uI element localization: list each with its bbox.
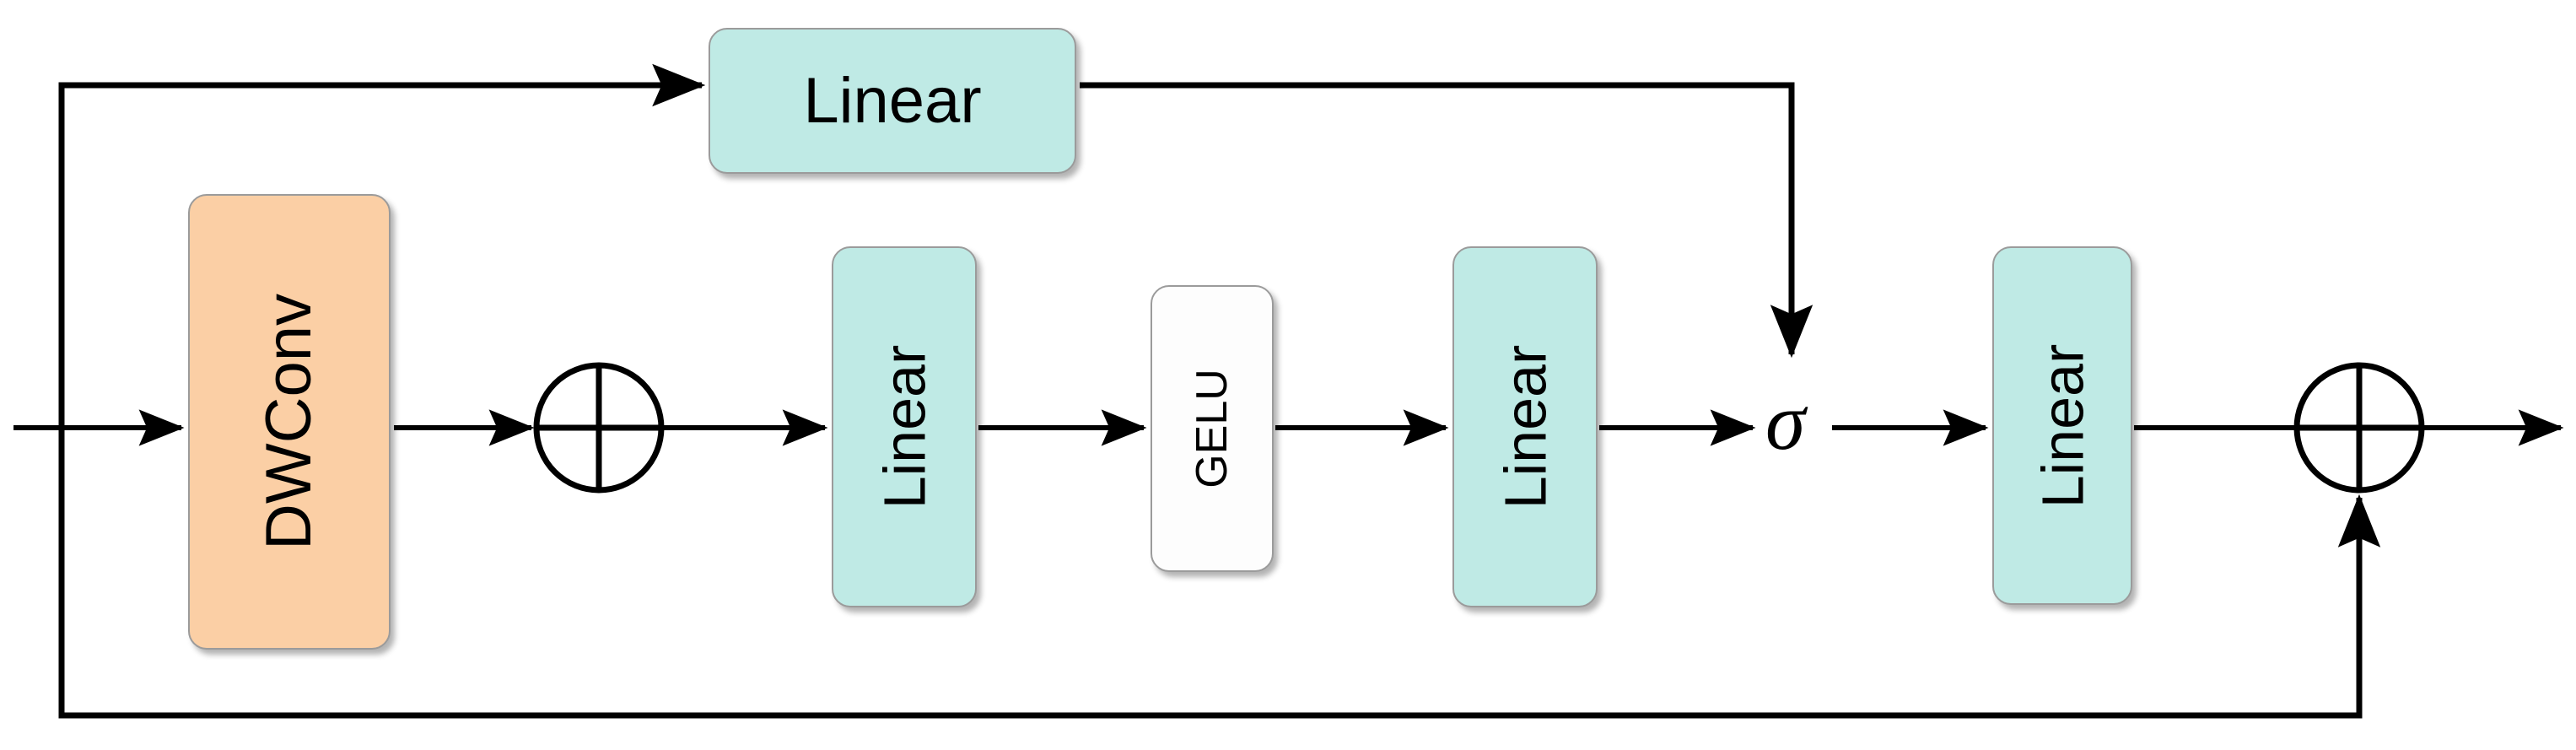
node-linear-out[interactable]: Linear xyxy=(1992,246,2132,605)
edge-lineargate-sigma xyxy=(1080,82,1813,359)
node-dwconv[interactable]: DWConv xyxy=(188,194,391,650)
add-operator-right-icon xyxy=(2293,362,2425,494)
node-dwconv-label: DWConv xyxy=(253,293,326,551)
node-linear-in-label: Linear xyxy=(871,344,937,510)
add-operator-left-icon xyxy=(533,362,665,494)
node-gelu-label: GELU xyxy=(1187,369,1237,488)
node-linear-out-label: Linear xyxy=(2029,343,2095,508)
node-linear-gate[interactable]: Linear xyxy=(709,28,1076,174)
edge-skip-top xyxy=(58,63,706,428)
node-linear-mid[interactable]: Linear xyxy=(1452,246,1598,607)
sigma-operator-label: σ xyxy=(1765,376,1806,467)
node-linear-mid-label: Linear xyxy=(1492,344,1558,510)
edge-skip-bottom xyxy=(58,428,2381,719)
node-linear-in[interactable]: Linear xyxy=(832,246,977,607)
node-linear-gate-label: Linear xyxy=(803,64,982,137)
node-gelu[interactable]: GELU xyxy=(1151,285,1274,572)
